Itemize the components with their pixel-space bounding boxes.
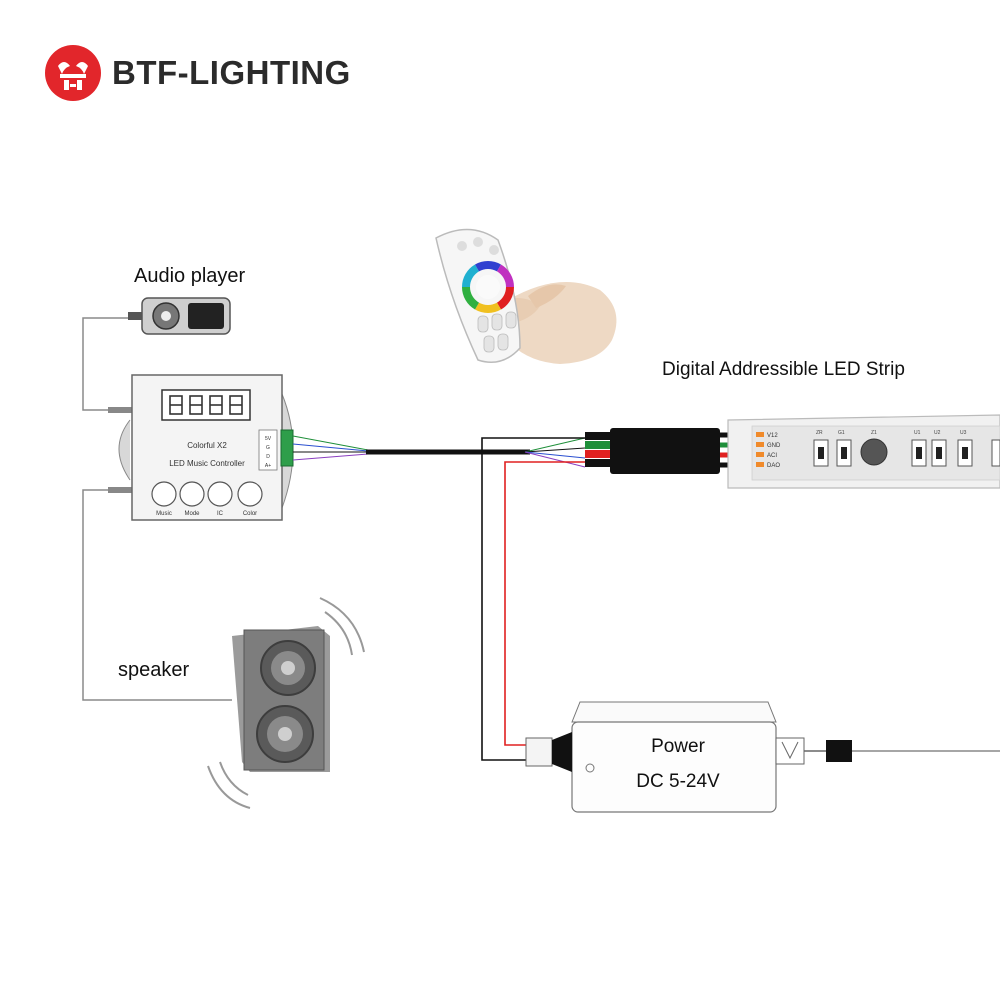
strip-pin-label: DAO	[767, 463, 780, 469]
brand-name: BTF-LIGHTING	[112, 54, 351, 91]
controller-buttons	[151, 481, 263, 507]
led-strip-label: Digital Addressible LED Strip	[662, 359, 905, 380]
mode-button-label: Mode	[184, 511, 200, 517]
pin-label: D	[266, 454, 270, 460]
strip-connector	[585, 428, 760, 474]
controller-name: Colorful X2	[187, 441, 227, 450]
chip-label: U2	[934, 430, 941, 436]
led-chip	[860, 438, 888, 466]
audio-player-icon	[128, 297, 231, 335]
color-button	[237, 481, 263, 507]
music-controller: Colorful X2 LED Music Controller 5V G D …	[108, 374, 294, 521]
power-title: Power	[651, 736, 706, 757]
power-supply: Power DC 5-24V	[525, 701, 1000, 813]
strip-pin-label: GND	[767, 443, 781, 449]
strip-input-wires	[524, 437, 586, 468]
music-button-label: Music	[156, 511, 172, 517]
speaker-label: speaker	[118, 659, 190, 681]
audio-wires	[82, 317, 232, 701]
strip-pin-label: V12	[767, 433, 778, 439]
audio-player-label: Audio player	[134, 265, 246, 287]
chip-label: ZR	[816, 430, 823, 436]
ic-button	[207, 481, 233, 507]
btf-logo-icon	[45, 45, 101, 101]
pin-label: 5V	[265, 436, 272, 442]
chip-label: U1	[914, 430, 921, 436]
pin-label: G	[266, 445, 270, 451]
chip-label: G1	[838, 430, 845, 436]
color-button-label: Color	[243, 511, 257, 517]
chip-label: U3	[960, 430, 967, 436]
mode-button	[179, 481, 205, 507]
strip-pin-label: ACI	[767, 453, 777, 459]
led-strip: V12 GND ACI DAO ZR G1 Z1 U1 U2 U3	[727, 414, 1000, 489]
ic-button-label: IC	[217, 511, 224, 517]
controller-output-wires	[292, 435, 369, 461]
pin-label: A+	[265, 463, 271, 469]
controller-model: LED Music Controller	[169, 459, 245, 468]
brand-header: BTF-LIGHTING	[44, 44, 351, 102]
power-spec: DC 5-24V	[636, 771, 720, 792]
power-wires	[481, 437, 586, 761]
chip-label: Z1	[871, 430, 877, 436]
rgb-remote-icon	[435, 228, 617, 364]
music-button	[151, 481, 177, 507]
speaker-icon	[207, 597, 365, 809]
